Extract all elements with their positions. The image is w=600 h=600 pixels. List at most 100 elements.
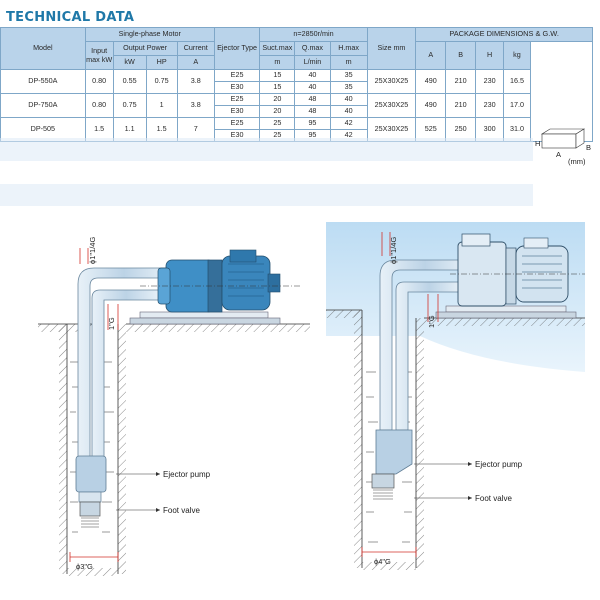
header-input: Input max kW <box>84 41 114 70</box>
table-row: DP-505 1.5 1.1 1.5 7 E25 25 95 42 25X30X… <box>0 117 593 142</box>
cell-pkg-b: 250 <box>445 117 477 142</box>
cell-pkg-h: 300 <box>475 117 505 142</box>
cell-kw: 0.55 <box>112 69 147 94</box>
cell-ejector: E30 <box>213 105 261 118</box>
header-qmax: Q.max <box>294 41 331 56</box>
cell-ejector: E25 <box>213 117 261 130</box>
cell-hp: 0.75 <box>145 69 178 94</box>
header-qmax-unit: L/min <box>294 55 331 70</box>
cell-h: 42 <box>329 129 368 142</box>
header-suct: Suct.max <box>259 41 296 56</box>
header-hmax-unit: m <box>329 55 368 70</box>
cell-kw: 0.75 <box>112 93 147 118</box>
header-model: Model <box>0 27 86 70</box>
cell-current: 3.8 <box>176 69 215 94</box>
header-pkg-h: H <box>475 41 505 70</box>
box-diagram-cell <box>529 41 594 142</box>
box-label-unit: (mm) <box>568 157 586 166</box>
cell-q: 40 <box>294 69 331 82</box>
cell-size: 25X30X25 <box>366 117 417 142</box>
cell-q: 95 <box>294 129 331 142</box>
box-label-h: H <box>535 139 540 148</box>
left-pipe-side-dim: 1"G <box>107 317 116 330</box>
cell-pkg-kg: 16.5 <box>503 69 531 94</box>
header-output: Output Power <box>112 41 178 56</box>
cell-hp: 1.5 <box>145 117 178 142</box>
box-label-a: A <box>556 150 561 159</box>
table-row: DP-750A 0.80 0.75 1 3.8 E25 20 48 40 25X… <box>0 93 593 118</box>
cell-h: 42 <box>329 117 368 130</box>
cell-suct: 15 <box>259 81 296 94</box>
header-pkg-b: B <box>445 41 477 70</box>
installation-drawings: ϕ1"1/4G 1"G ϕ3"G Ejector pump Foot valve <box>38 222 585 576</box>
header-size: Size mm <box>366 27 417 70</box>
header-pkg-kg: kg <box>503 41 531 70</box>
cell-suct: 25 <box>259 117 296 130</box>
cell-q: 40 <box>294 81 331 94</box>
technical-data-table: Model Single-phase Motor Ejector Type n=… <box>0 27 594 142</box>
right-pipe-side-dim: 1"G <box>427 315 436 328</box>
header-hp: HP <box>145 55 178 70</box>
cell-suct: 20 <box>259 93 296 106</box>
cell-q: 48 <box>294 93 331 106</box>
header-package: PACKAGE DIMENSIONS & G.W. <box>415 27 593 42</box>
left-well-dim: ϕ3"G <box>76 562 93 571</box>
right-foot-label: Foot valve <box>475 494 512 503</box>
cell-hp: 1 <box>145 93 178 118</box>
cell-ejector: E25 <box>213 93 261 106</box>
cell-pkg-a: 525 <box>415 117 447 142</box>
box-label-b: B <box>586 143 591 152</box>
header-pkg-a: A <box>415 41 447 70</box>
right-pipe-top-dim: ϕ1"1/4G <box>389 237 398 264</box>
cell-h: 40 <box>329 105 368 118</box>
cell-size: 25X30X25 <box>366 69 417 94</box>
cell-ejector: E30 <box>213 81 261 94</box>
cell-h: 35 <box>329 69 368 82</box>
right-installation: ϕ1"1/4G 1"G ϕ4"G Ejector pump Foot valve <box>326 222 585 570</box>
header-ejector: Ejector Type <box>213 27 261 70</box>
cell-input: 0.80 <box>84 93 114 118</box>
left-pipe-top-dim: ϕ1"1/4G <box>88 237 97 264</box>
cell-q: 48 <box>294 105 331 118</box>
table-row: E30 25 95 42 <box>1 129 593 142</box>
cell-h: 40 <box>329 93 368 106</box>
table-row: E30 15 40 35 <box>1 81 593 94</box>
cell-pkg-b: 210 <box>445 93 477 118</box>
cell-input: 0.80 <box>84 69 114 94</box>
cell-model: DP-750A <box>0 93 86 118</box>
cell-suct: 20 <box>259 105 296 118</box>
header-speed: n=2850r/min <box>259 27 368 42</box>
cell-model: DP-550A <box>0 69 86 94</box>
cell-pkg-a: 490 <box>415 93 447 118</box>
cell-pkg-h: 230 <box>475 69 505 94</box>
cell-ejector: E25 <box>213 69 261 82</box>
right-ejector-label: Ejector pump <box>475 460 523 469</box>
cell-input: 1.5 <box>84 117 114 142</box>
header-current: Current <box>176 41 215 56</box>
cell-pkg-kg: 17.0 <box>503 93 531 118</box>
left-installation: ϕ1"1/4G 1"G ϕ3"G Ejector pump Foot valve <box>38 237 310 576</box>
header-hmax: H.max <box>329 41 368 56</box>
header-suct-unit: m <box>259 55 296 70</box>
header-kw: kW <box>112 55 147 70</box>
cell-pkg-h: 230 <box>475 93 505 118</box>
package-box-diagram: H B A (mm) <box>535 128 591 166</box>
section-title: TECHNICAL DATA <box>6 10 135 25</box>
cell-h: 35 <box>329 81 368 94</box>
cell-pkg-b: 210 <box>445 69 477 94</box>
table-row: DP-550A 0.80 0.55 0.75 3.8 E25 15 40 35 … <box>0 69 593 94</box>
cell-suct: 15 <box>259 69 296 82</box>
cell-q: 95 <box>294 117 331 130</box>
cell-size: 25X30X25 <box>366 93 417 118</box>
cell-current: 3.8 <box>176 93 215 118</box>
left-ejector-label: Ejector pump <box>163 470 211 479</box>
cell-kw: 1.1 <box>112 117 147 142</box>
cell-suct: 25 <box>259 129 296 142</box>
header-current-unit: A <box>176 55 215 70</box>
header-motor: Single-phase Motor <box>84 27 215 42</box>
right-well-dim: ϕ4"G <box>374 557 391 566</box>
cell-ejector: E30 <box>213 129 261 142</box>
cell-pkg-kg: 31.0 <box>503 117 531 142</box>
cell-model: DP-505 <box>0 117 86 142</box>
cell-pkg-a: 490 <box>415 69 447 94</box>
